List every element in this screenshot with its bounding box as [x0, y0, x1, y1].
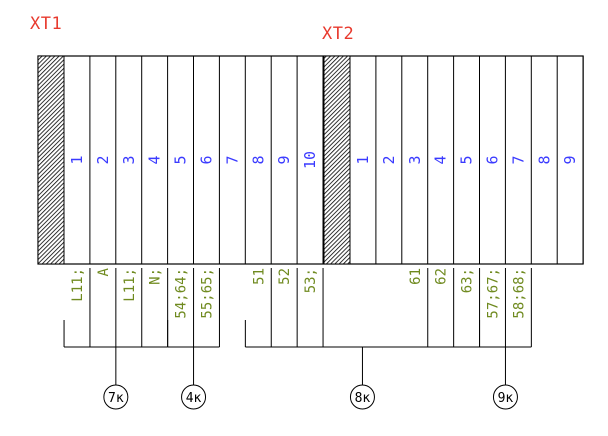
wire-buses — [63, 268, 532, 385]
wire-labels: L11; A L11; N; 54;64; 55;65; 51 52 53; 61 62 63; 57;… — [70, 267, 527, 318]
terminal-number: 2 — [94, 155, 112, 164]
wire-label: 61 — [408, 268, 424, 285]
wire-label: L11; — [70, 268, 86, 302]
terminal-number: 10 — [301, 151, 319, 169]
terminal-number: 9 — [275, 155, 293, 164]
terminal-number: 7 — [223, 155, 241, 164]
cable-markers: 7к 4к 8к 9к — [103, 384, 518, 410]
end-plate-1 — [37, 55, 65, 265]
marker-label: 7к — [108, 391, 124, 406]
wire-label: 62 — [434, 268, 450, 285]
wire-label: 54;64; — [174, 268, 190, 319]
wire-label: 58;68; — [511, 268, 527, 319]
block-title-xt2: XT2 — [322, 24, 355, 44]
marker-circle — [492, 384, 518, 410]
marker-label: 4к — [186, 391, 202, 406]
end-plate-2 — [323, 55, 351, 265]
marker-circle — [103, 384, 129, 410]
terminal-number: 8 — [249, 155, 267, 164]
wire-label: 55;65; — [199, 268, 215, 319]
marker-circle — [349, 384, 375, 410]
wire-label: N; — [148, 268, 164, 285]
marker-label: 9к — [498, 391, 514, 406]
terminal-number: 9 — [561, 155, 579, 164]
terminal-number: 5 — [172, 155, 190, 164]
terminal-number: 4 — [432, 155, 450, 164]
wire-label: 57;67; — [485, 268, 501, 319]
marker-circle — [181, 384, 207, 410]
terminal-number: 2 — [380, 155, 398, 164]
terminal-number: 1 — [68, 155, 86, 164]
wire-label: 63; — [460, 268, 476, 293]
wire-label: A — [96, 267, 112, 276]
terminal-number: 8 — [535, 155, 553, 164]
wire-label: 53; — [303, 268, 319, 293]
terminal-number: 7 — [509, 155, 527, 164]
terminal-number: 3 — [120, 155, 138, 164]
terminal-number: 3 — [406, 155, 424, 164]
terminal-number: 6 — [197, 155, 215, 164]
wire-label: 51 — [251, 268, 267, 285]
marker-label: 8к — [355, 391, 371, 406]
terminal-number: 4 — [146, 155, 164, 164]
terminal-number: 1 — [354, 155, 372, 164]
terminal-number: 5 — [458, 155, 476, 164]
wire-label: 52 — [277, 268, 293, 285]
terminal-number: 6 — [483, 155, 501, 164]
wire-label: L11; — [122, 268, 138, 302]
block-title-xt1: XT1 — [30, 14, 63, 34]
